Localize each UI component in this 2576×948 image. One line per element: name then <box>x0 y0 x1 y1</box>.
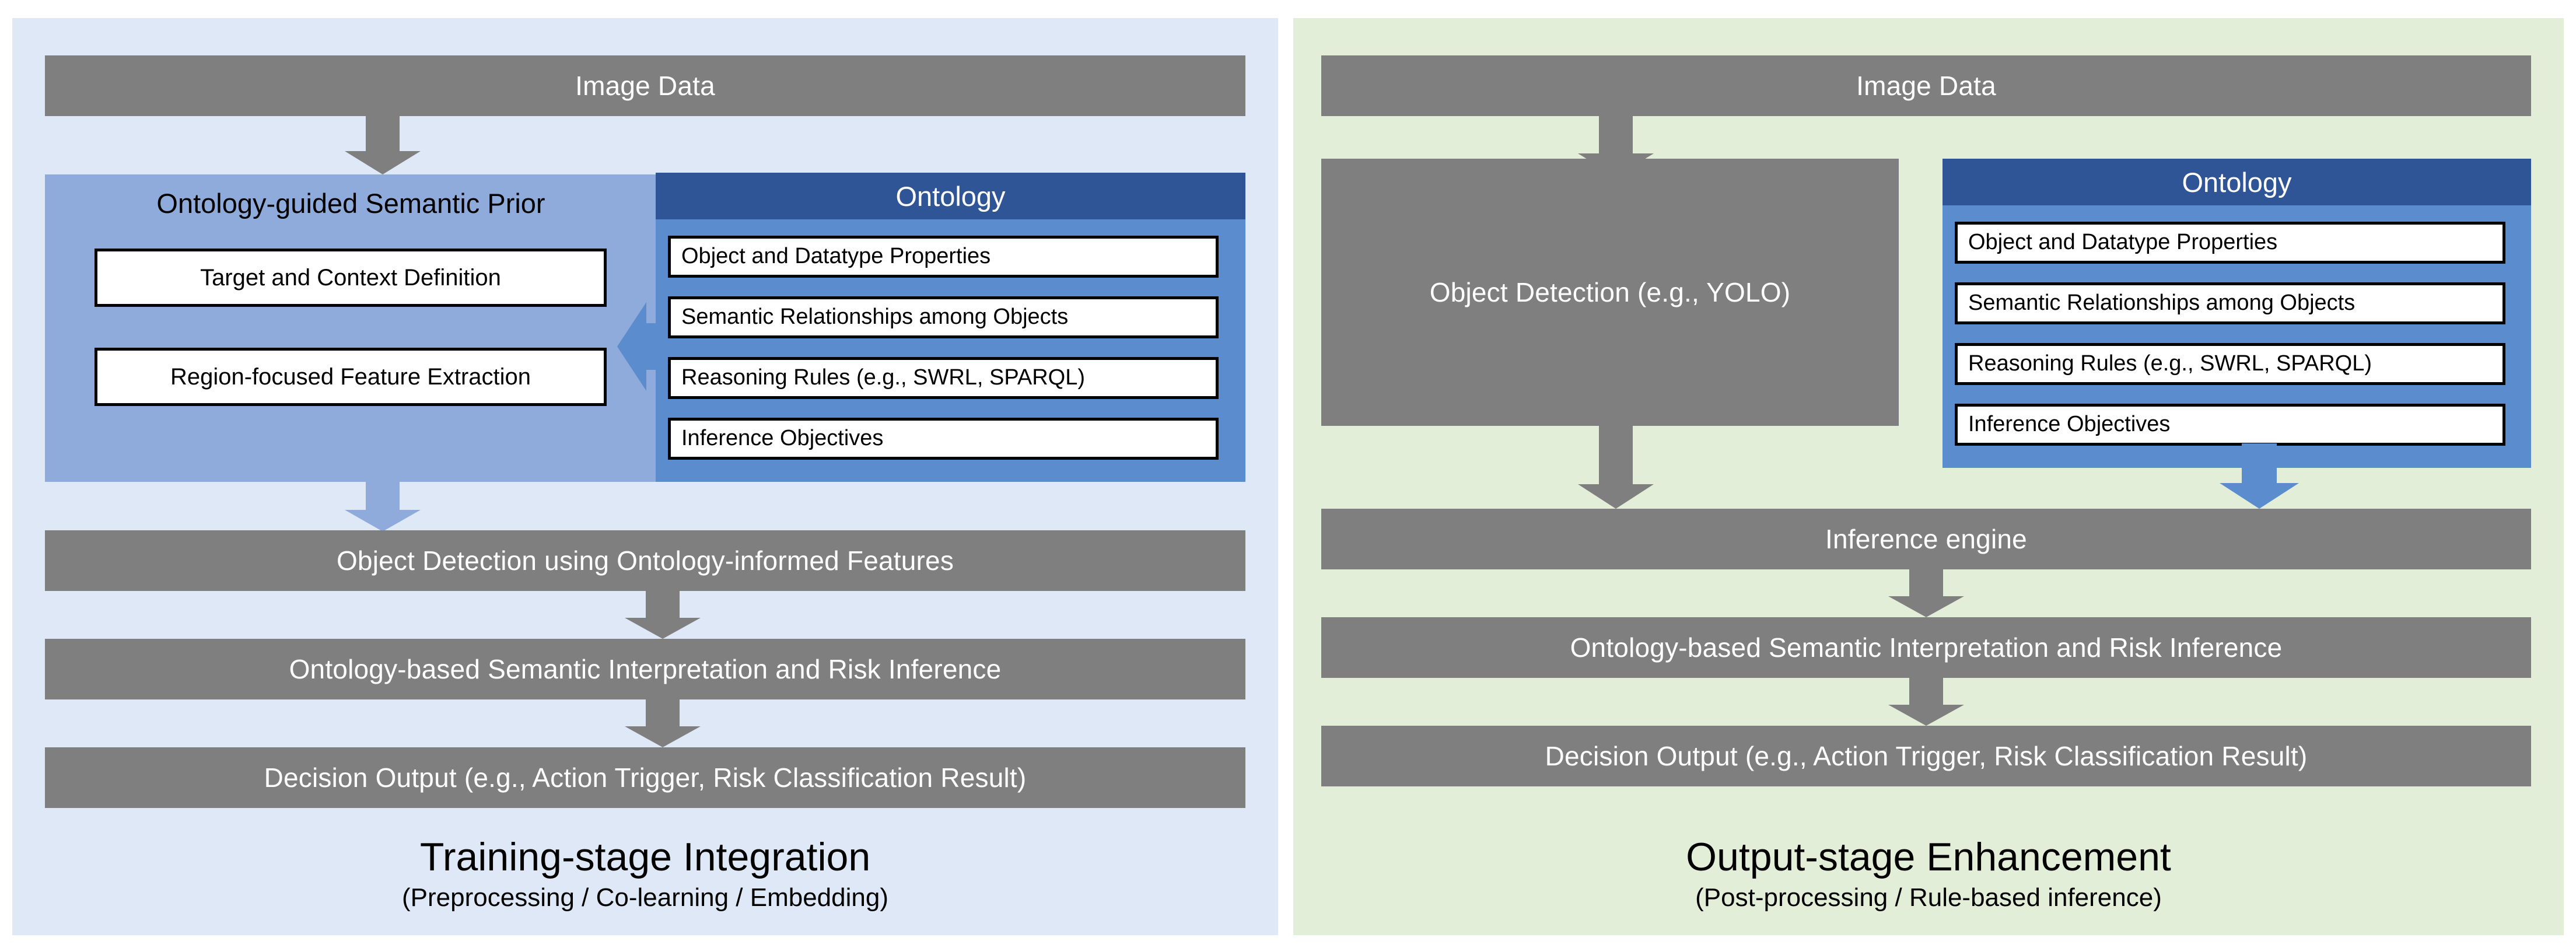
right-ontology-item-inference-objectives: Inference Objectives <box>1955 404 2505 446</box>
left-ontology-item-semantic-relationships: Semantic Relationships among Objects <box>668 296 1219 338</box>
prior-item-region-focused-feature-extraction: Region-focused Feature Extraction <box>94 348 607 406</box>
right-bar-semantic-interpretation-risk-inference: Ontology-based Semantic Interpretation a… <box>1321 617 2531 678</box>
semantic-prior-title: Ontology-guided Semantic Prior <box>156 188 545 219</box>
left-ontology-item-reasoning-rules: Reasoning Rules (e.g., SWRL, SPARQL) <box>668 357 1219 399</box>
arrow-interpretation-to-decision-right <box>1888 678 1964 726</box>
left-panel-training-stage: Image Data Ontology-guided Semantic Prio… <box>12 18 1278 935</box>
left-image-data-bar: Image Data <box>45 55 1245 116</box>
right-ontology-title: Ontology <box>1943 159 2531 205</box>
arrow-interpretation-to-decision <box>625 699 701 747</box>
left-ontology-item-inference-objectives: Inference Objectives <box>668 418 1219 460</box>
left-bar-semantic-interpretation-risk-inference: Ontology-based Semantic Interpretation a… <box>45 639 1245 699</box>
arrow-detection-to-inference-engine <box>1578 426 1654 509</box>
arrow-image-data-to-prior <box>345 116 421 174</box>
left-ontology-panel: Ontology Object and Datatype Properties … <box>656 173 1245 482</box>
right-caption-subtitle: (Post-processing / Rule-based inference) <box>1695 883 2162 912</box>
left-caption-subtitle: (Preprocessing / Co-learning / Embedding… <box>402 883 888 912</box>
right-caption: Output-stage Enhancement (Post-processin… <box>1293 835 2564 914</box>
right-image-data-bar: Image Data <box>1321 55 2531 116</box>
right-ontology-item-semantic-relationships: Semantic Relationships among Objects <box>1955 282 2505 324</box>
arrow-prior-to-object-detection <box>345 482 421 531</box>
arrow-detection-to-interpretation <box>625 591 701 639</box>
left-caption-title: Training-stage Integration <box>419 835 871 879</box>
arrow-inference-to-interpretation <box>1888 569 1964 617</box>
left-bar-object-detection-ontology-informed: Object Detection using Ontology-informed… <box>45 530 1245 591</box>
right-bar-inference-engine: Inference engine <box>1321 509 2531 569</box>
left-bar-decision-output: Decision Output (e.g., Action Trigger, R… <box>45 747 1245 808</box>
left-caption: Training-stage Integration (Preprocessin… <box>12 835 1278 914</box>
right-bar-decision-output: Decision Output (e.g., Action Trigger, R… <box>1321 726 2531 786</box>
right-object-detection-box: Object Detection (e.g., YOLO) <box>1321 159 1899 426</box>
ontology-guided-semantic-prior-panel: Ontology-guided Semantic Prior Target an… <box>45 174 657 482</box>
right-ontology-item-reasoning-rules: Reasoning Rules (e.g., SWRL, SPARQL) <box>1955 343 2505 385</box>
arrow-ontology-to-inference-engine <box>2220 443 2299 509</box>
right-ontology-item-object-datatype-properties: Object and Datatype Properties <box>1955 222 2505 264</box>
right-caption-title: Output-stage Enhancement <box>1686 835 2171 879</box>
left-ontology-title: Ontology <box>656 173 1245 219</box>
right-panel-output-stage: Image Data Object Detection (e.g., YOLO)… <box>1293 18 2564 935</box>
prior-item-target-context-definition: Target and Context Definition <box>94 249 607 307</box>
right-ontology-panel: Ontology Object and Datatype Properties … <box>1943 159 2531 468</box>
left-ontology-item-object-datatype-properties: Object and Datatype Properties <box>668 236 1219 278</box>
